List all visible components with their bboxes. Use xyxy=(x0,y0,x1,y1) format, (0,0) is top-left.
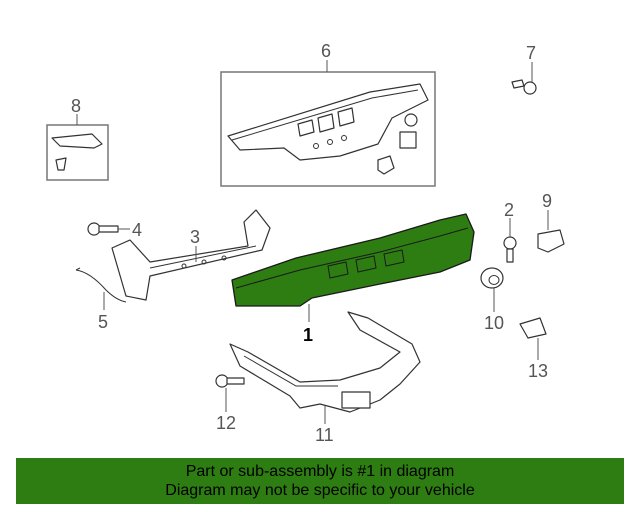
callout-8: 8 xyxy=(71,96,81,116)
parts-diagram: 1 2 3 4 5 6 7 8 9 10 11 12 13 xyxy=(46,41,565,445)
callout-13: 13 xyxy=(528,361,548,381)
callout-2: 2 xyxy=(504,200,514,220)
callout-9: 9 xyxy=(542,191,552,211)
part-10-bushing[interactable] xyxy=(480,267,504,289)
leader-lines xyxy=(76,60,549,424)
part-8-inset[interactable] xyxy=(46,124,109,181)
part-4-bolt[interactable] xyxy=(87,222,119,236)
callout-7: 7 xyxy=(526,43,536,63)
part-9-bracket[interactable] xyxy=(537,229,565,253)
callout-1: 1 xyxy=(303,325,313,345)
part-11-hitch[interactable] xyxy=(229,311,421,413)
part-1-bumper[interactable] xyxy=(231,213,475,307)
part-3-reinforcement[interactable] xyxy=(111,209,271,301)
part-6-inset[interactable] xyxy=(220,71,436,187)
callout-11: 11 xyxy=(315,425,334,445)
part-12-bolt[interactable] xyxy=(215,374,245,388)
callout-10: 10 xyxy=(484,313,504,333)
callout-3: 3 xyxy=(190,227,200,247)
part-7-bolt[interactable] xyxy=(511,79,537,95)
part-5-wire[interactable] xyxy=(75,267,127,303)
part-2-bolt[interactable] xyxy=(503,236,517,263)
part-13-clip[interactable] xyxy=(519,317,547,339)
callout-4: 4 xyxy=(132,220,142,240)
callout-6: 6 xyxy=(321,41,331,61)
disclaimer-banner: Part or sub-assembly is #1 in diagram Di… xyxy=(16,458,624,504)
callout-12: 12 xyxy=(216,413,236,433)
callout-5: 5 xyxy=(98,312,108,332)
disclaimer-line-2: Diagram may not be specific to your vehi… xyxy=(165,482,475,499)
disclaimer-line-1: Part or sub-assembly is #1 in diagram xyxy=(185,463,455,480)
